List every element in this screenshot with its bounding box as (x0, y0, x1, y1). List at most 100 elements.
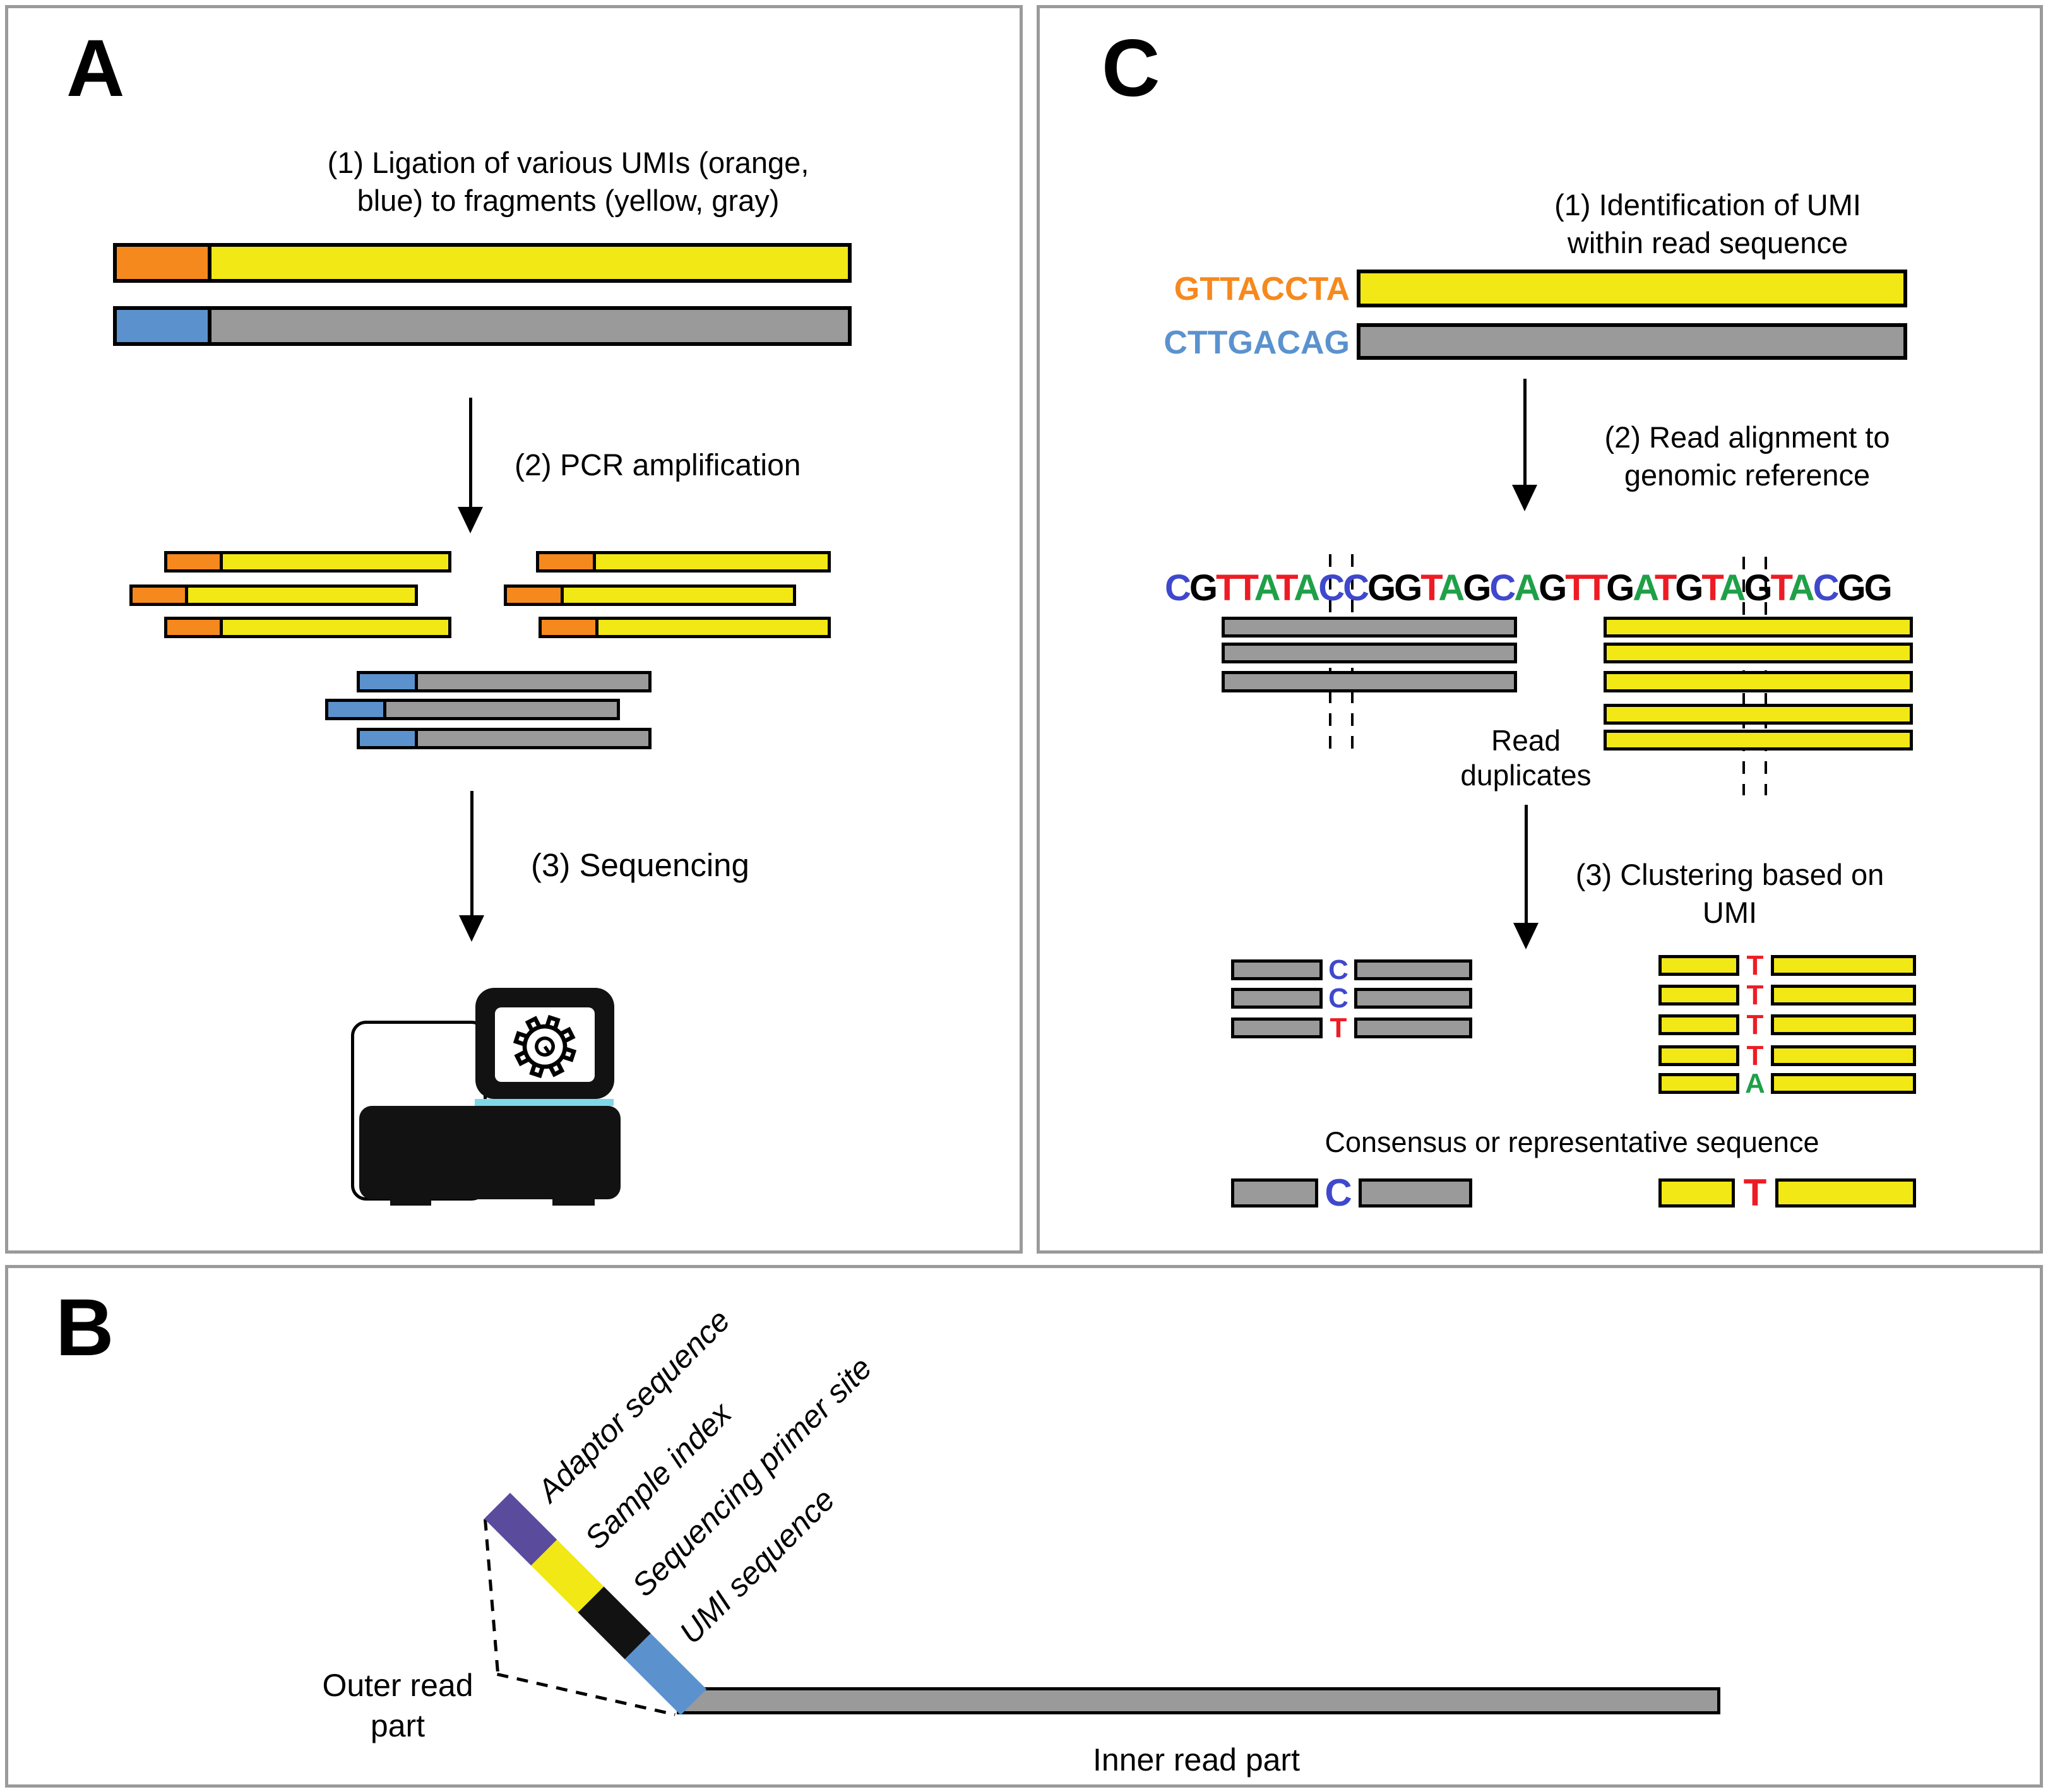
pcr-copy-yellow (164, 551, 451, 573)
read-fill-gray (1360, 327, 1903, 356)
panel-c-step3-caption: (3) Clustering based on UMI (1540, 856, 1919, 932)
cluster-read-yellow-left (1658, 1045, 1739, 1066)
sequence-base: G (1864, 567, 1893, 608)
sequence-base: A (1254, 567, 1278, 608)
cluster-read-yellow-right (1771, 985, 1916, 1006)
consensus-bar-yellow-left (1658, 1178, 1735, 1208)
cluster-read-yellow-right (1771, 1045, 1916, 1066)
aligned-read-yellow (1604, 730, 1913, 751)
fragment-segment-gray (418, 731, 648, 746)
read-fill-yellow (1662, 1018, 1736, 1032)
arrow-clustering (1525, 805, 1528, 925)
read-fill-yellow (1774, 958, 1913, 973)
read-fill-yellow (1774, 988, 1913, 1002)
consensus-caption: Consensus or representative sequence (1325, 1126, 1819, 1158)
umi-segment-orange (133, 588, 188, 603)
sequence-base: T (1236, 567, 1256, 608)
read-fill-yellow (1607, 707, 1910, 721)
step1-caption-line1: (1) Ligation of various UMIs (orange, (327, 146, 809, 179)
read-fill-gray (1362, 1182, 1469, 1204)
sequence-base: C (1165, 567, 1191, 608)
gear-icon (513, 1014, 577, 1079)
panel-a-step2-label: (2) PCR amplification (515, 449, 801, 482)
sequence-base: G (1463, 567, 1491, 608)
consensus-base: C (1325, 1172, 1352, 1214)
read-fill-yellow (1662, 1182, 1732, 1204)
sequence-base: T (1770, 567, 1790, 608)
sequence-base: T (1276, 567, 1295, 608)
outer-read-part-label: Outer read part (271, 1665, 524, 1746)
sequence-base: G (1837, 567, 1866, 608)
fragment-segment-yellow (223, 554, 448, 569)
variant-base: C (1328, 983, 1348, 1014)
aligned-read-yellow (1604, 643, 1913, 663)
aligned-read-yellow (1604, 671, 1913, 692)
consensus-base: T (1743, 1172, 1767, 1214)
outer-read-line2: part (370, 1708, 426, 1743)
read-fill-yellow (1607, 733, 1910, 747)
aligned-read-gray (1222, 643, 1517, 663)
aligned-read-gray (1222, 671, 1517, 692)
cluster-read-gray-left (1231, 988, 1323, 1009)
sequence-base: A (1719, 567, 1746, 608)
read-duplicates-line2: duplicates (1460, 759, 1592, 792)
sequence-base: G (1367, 567, 1396, 608)
cluster-read-gray-right (1354, 1018, 1472, 1038)
umi-segment-orange (117, 247, 211, 279)
cluster-read-yellow-right (1771, 1014, 1916, 1035)
sequence-base: G (1744, 567, 1772, 608)
cluster-read-gray-right (1354, 988, 1472, 1009)
sequence-base: G (1394, 567, 1422, 608)
panel-b-label: B (56, 1283, 114, 1373)
read-fill-yellow (1774, 1048, 1913, 1063)
sequence-base: G (1189, 567, 1218, 608)
panel-a-label: A (66, 23, 125, 114)
umi-sequence-orange: GTTACCTA (1174, 271, 1350, 307)
read-fill-gray (1234, 1021, 1319, 1035)
read-fill-yellow (1774, 1018, 1913, 1032)
read-fill-yellow (1774, 1076, 1913, 1091)
read-fill-yellow (1662, 1076, 1736, 1091)
read-fill-yellow (1778, 1182, 1913, 1204)
panel-a-step3-label: (3) Sequencing (531, 847, 749, 883)
fragment-segment-gray (418, 674, 648, 689)
cluster-read-yellow-right (1771, 1073, 1916, 1094)
step1-caption-line1: (1) Identification of UMI (1554, 188, 1861, 222)
step3-caption-line2: UMI (1702, 896, 1758, 929)
variant-base: T (1746, 980, 1764, 1011)
step1-caption-line2: blue) to fragments (yellow, gray) (357, 184, 780, 217)
sequence-base: T (1701, 567, 1721, 608)
sequencer-tray-cyan (475, 1099, 614, 1106)
read-fill-gray (1225, 646, 1514, 660)
read-fill-yellow (1662, 1048, 1736, 1063)
panel-a-step1-caption: (1) Ligation of various UMIs (orange, bl… (265, 144, 871, 220)
sequence-base: A (1294, 567, 1320, 608)
pcr-copy-yellow (504, 584, 796, 606)
consensus-bar-gray-right (1359, 1178, 1472, 1208)
inner-read-part-label: Inner read part (1093, 1742, 1300, 1777)
arrow-pcr-head (458, 507, 483, 533)
umi-segment-orange (167, 554, 223, 569)
fragment-segment-yellow (596, 554, 828, 569)
cluster-read-gray-left (1231, 959, 1323, 980)
sequence-base: T (1654, 567, 1677, 608)
sequence-base: G (1539, 567, 1567, 608)
sequencer-foot (552, 1197, 595, 1206)
cluster-read-yellow-left (1658, 1073, 1739, 1094)
aligned-read-yellow (1604, 704, 1913, 725)
sequence-base: T (1585, 567, 1608, 608)
step2-caption-line2: genomic reference (1624, 458, 1871, 492)
read-fill-yellow (1607, 674, 1910, 689)
pcr-copy-yellow (539, 617, 831, 638)
sequence-base: C (1343, 567, 1369, 608)
fragment-segment-gray (386, 702, 617, 717)
variant-base: A (1745, 1068, 1765, 1099)
sequence-base: A (1438, 567, 1465, 608)
fragment-segment-yellow (564, 588, 793, 603)
read-duplicates-label: Read duplicates (1400, 723, 1652, 793)
read-fill-gray (1357, 991, 1469, 1006)
sequence-base: T (1216, 567, 1238, 608)
step2-caption-line1: (2) Read alignment to (1604, 420, 1890, 454)
arrow-alignment (1523, 379, 1527, 486)
variant-base: T (1330, 1012, 1347, 1043)
